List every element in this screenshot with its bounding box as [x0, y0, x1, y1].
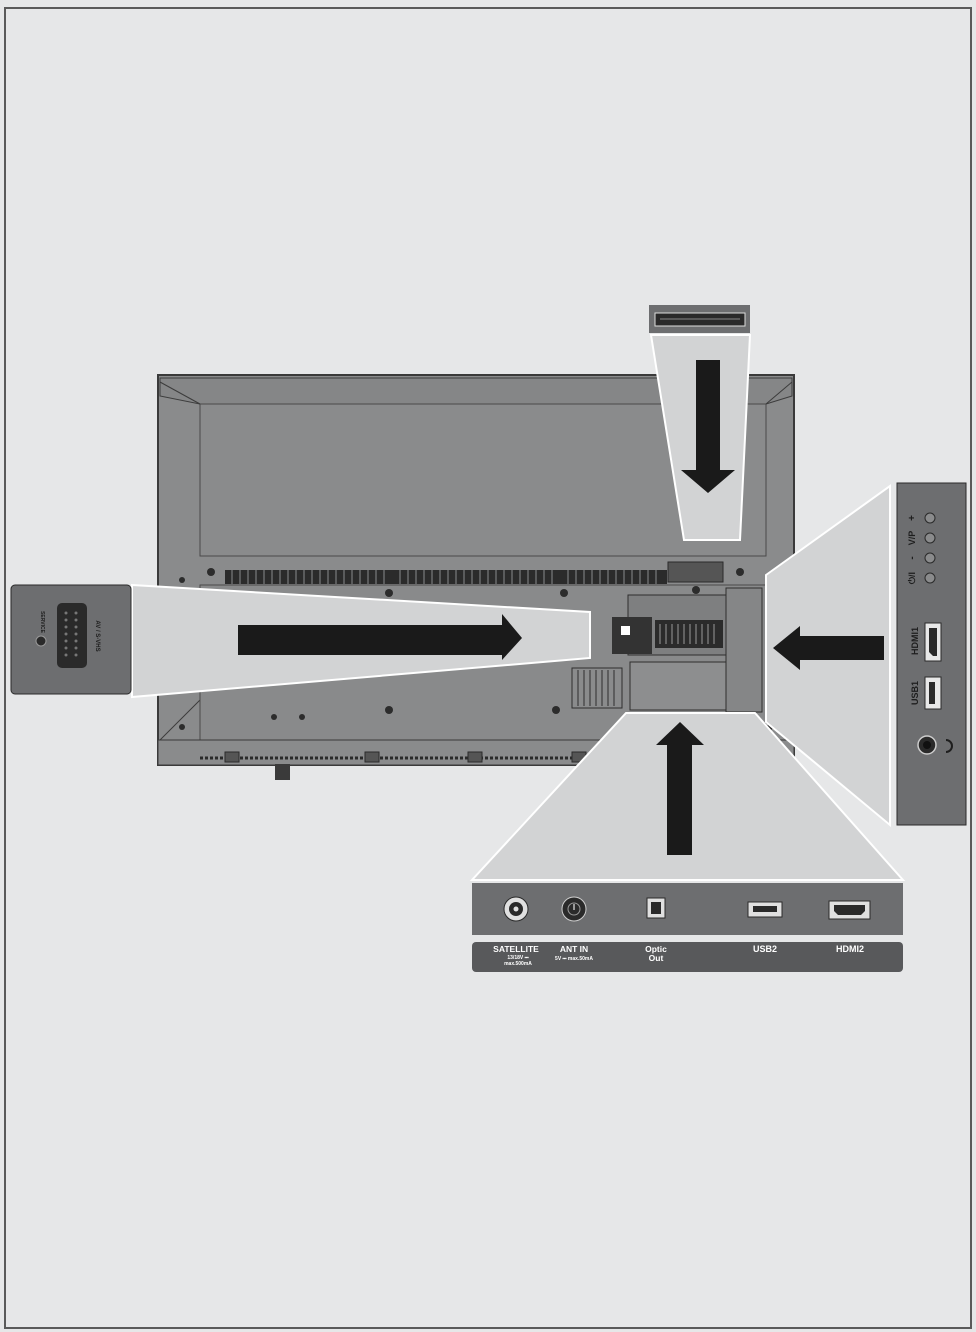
side-panel: + V/P - ⏻/I HDMI1 USB1 [896, 482, 967, 826]
out-label: Out [649, 953, 664, 963]
bottom-label-bar [472, 942, 903, 972]
service-port[interactable] [35, 635, 47, 647]
vp-minus-button[interactable] [924, 532, 936, 544]
arrow-down [681, 360, 735, 493]
power-button[interactable] [924, 572, 936, 584]
scart-socket[interactable] [57, 603, 87, 668]
page-frame [4, 7, 972, 1329]
scart-panel: SERVICE AV / S-VHS [10, 584, 132, 695]
vp-label: V/P [907, 531, 917, 546]
arrows [238, 360, 884, 855]
headphone-jack-inner [923, 741, 931, 749]
hdmi1-port-inner [929, 628, 937, 656]
usb2-port-inner [753, 906, 777, 912]
vent-slots [225, 570, 667, 584]
minus-label: - [907, 556, 918, 559]
vol-minus-button[interactable] [924, 552, 936, 564]
usb1-port-inner [929, 682, 935, 704]
headphone-icon [945, 739, 953, 753]
corner-line-tl [159, 381, 201, 405]
scart-socket-small [612, 617, 652, 654]
ant-in-sub: 5V ⎓ max.50mA [555, 956, 593, 962]
usb1-label: USB1 [910, 681, 920, 705]
power-label: ⏻/I [907, 572, 917, 584]
satellite-sub1: 13/18V ⎓ [507, 955, 528, 961]
service-label: SERVICE [39, 611, 45, 634]
scart-socket-mark [621, 626, 630, 635]
tv-upper-panel [199, 403, 767, 557]
vp-plus-button[interactable] [924, 512, 936, 524]
side-compartment [725, 587, 763, 713]
plus-label: + [907, 515, 918, 521]
ant-in-connector-ring [567, 902, 581, 916]
bottom-connector-panel: SATELLITE 13/18V ⎓ max.500mA ANT IN 5V ⎓… [472, 883, 903, 972]
arrow-up [656, 722, 704, 855]
foot-left [275, 764, 290, 780]
usb2-label: USB2 [753, 944, 777, 954]
satellite-connector-pin [513, 906, 519, 912]
optic-label: Optic [645, 944, 667, 954]
hdmi2-label: HDMI2 [836, 944, 864, 954]
corner-line-bl [159, 699, 201, 741]
ant-in-label: ANT IN [560, 944, 588, 954]
hdmi1-label: HDMI1 [910, 627, 920, 655]
optic-out-inner [651, 902, 661, 914]
top-slot-detail [649, 305, 750, 333]
vent-strip [225, 570, 667, 584]
connector-block [655, 620, 723, 648]
av-svhs-label: AV / S-VHS [94, 620, 100, 651]
hdmi2-port-inner [834, 905, 865, 915]
arrow-left [773, 626, 884, 670]
arrow-right [238, 614, 522, 660]
satellite-sub2: max.500mA [504, 961, 532, 967]
corner-line-tr [765, 381, 793, 405]
stand-bracket [667, 561, 724, 583]
satellite-label: SATELLITE [493, 944, 539, 954]
